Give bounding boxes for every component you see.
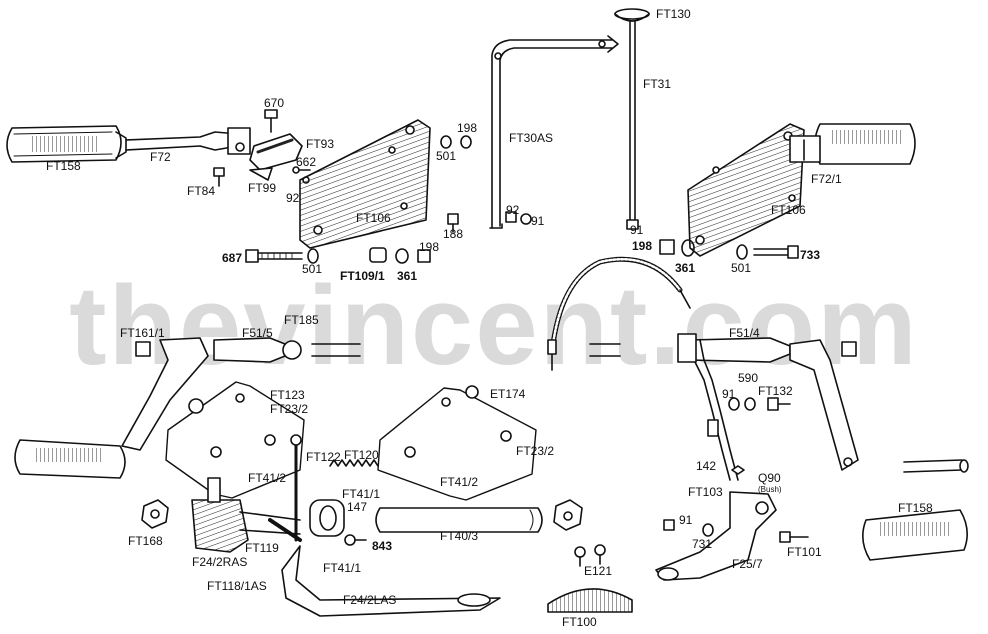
label-ft23-2-left: FT23/2 (270, 402, 309, 416)
left-footrest-rubber (6, 125, 127, 163)
cross-shaft (135, 337, 857, 363)
label-590: 590 (738, 371, 759, 385)
spring-ft120 (329, 459, 379, 467)
gear-pedal-f25-7 (655, 491, 777, 581)
label-91-a: 91 (722, 387, 736, 401)
rod-nut-set (659, 239, 695, 257)
label-ft119: FT119 (245, 541, 279, 555)
label-662: 662 (296, 155, 317, 169)
label-ft161-1: FT161/1 (120, 326, 165, 340)
rubber-block-ft100 (547, 588, 633, 613)
label-198-bold: 198 (632, 239, 653, 253)
label-198-top: 198 (457, 121, 478, 135)
left-footrest-plate (299, 119, 431, 249)
label-q90: Q90 (758, 471, 781, 485)
label-f24-2las: F24/2LAS (343, 593, 397, 607)
label-ft158-left: FT158 (46, 159, 81, 173)
label-bush: (Bush) (758, 485, 782, 494)
label-ft31: FT31 (643, 77, 672, 91)
label-731: 731 (692, 537, 713, 551)
bolt-ft101 (779, 531, 809, 543)
label-ft99: FT99 (248, 181, 277, 195)
left-mounting-plate (165, 381, 305, 499)
label-f25-7: F25/7 (732, 557, 763, 571)
right-rubber-ft158 (862, 509, 968, 561)
right-mounting-plate (377, 385, 537, 501)
label-ft130: FT130 (656, 7, 691, 21)
label-92-right: 92 (506, 203, 520, 217)
label-ft123: FT123 (270, 388, 305, 402)
clamp-ft93 (249, 109, 303, 171)
spindle-ft40-3 (375, 499, 583, 533)
label-ft41-2-a: FT41/2 (248, 471, 287, 485)
label-ft101: FT101 (787, 545, 822, 559)
label-361-left: 361 (397, 269, 418, 283)
label-f51-5: F51/5 (242, 326, 273, 340)
right-lever-arm (789, 339, 859, 471)
label-f72-1: F72/1 (811, 172, 842, 186)
label-ft30as: FT30AS (509, 131, 554, 145)
label-843: 843 (372, 539, 393, 553)
nut-ft168 (141, 499, 169, 529)
label-f24-2ras: F24/2RAS (192, 555, 248, 569)
label-ft106-left: FT106 (356, 211, 391, 225)
label-et174: ET174 (490, 387, 526, 401)
label-e121: E121 (584, 564, 613, 578)
label-ft158-right: FT158 (898, 501, 933, 515)
bolt-843 (344, 534, 367, 546)
label-142: 142 (696, 459, 717, 473)
label-92-left: 92 (286, 191, 300, 205)
label-ft106-right: FT106 (771, 203, 806, 217)
footrest-arm-f72 (125, 127, 251, 155)
label-188: 188 (443, 227, 464, 241)
small-parts-right (728, 397, 791, 411)
label-ft103: FT103 (688, 485, 723, 499)
label-ft118-1as: FT118/1AS (207, 579, 267, 593)
brake-pedal-assembly (191, 434, 501, 617)
gear-linkage-rod (677, 333, 745, 481)
label-ft185: FT185 (284, 313, 319, 327)
label-687: 687 (222, 251, 243, 265)
right-footrest-rubber (789, 123, 916, 165)
label-ft41-2-b: FT41/2 (440, 475, 479, 489)
label-91-right: 91 (531, 214, 545, 228)
label-501-mid: 501 (302, 262, 323, 276)
screws-e121 (574, 544, 606, 567)
label-ft132: FT132 (758, 384, 793, 398)
left-pedal-arm (14, 337, 209, 479)
label-198-mid: 198 (419, 240, 440, 254)
label-501-right: 501 (731, 261, 752, 275)
label-ft41-1-b: FT41/1 (323, 561, 362, 575)
label-ft40-3: FT40/3 (440, 529, 479, 543)
label-ft109-1: FT109/1 (340, 269, 385, 283)
label-501-top: 501 (436, 149, 457, 163)
bolt-687-set (245, 247, 431, 264)
label-ft23-2-right: FT23/2 (516, 444, 555, 458)
label-361-right: 361 (675, 261, 696, 275)
label-733: 733 (800, 248, 821, 262)
bolt-733-set (736, 244, 799, 260)
label-ft84: FT84 (187, 184, 216, 198)
label-147: 147 (347, 500, 368, 514)
label-670: 670 (264, 96, 285, 110)
label-91-b: 91 (679, 513, 693, 527)
right-footrest-plate (687, 123, 805, 257)
label-ft120: FT120 (344, 448, 379, 462)
label-ft100: FT100 (562, 615, 597, 629)
adjuster-knob-rod (614, 8, 650, 230)
label-f51-4: F51/4 (729, 326, 760, 340)
bracket-ft30as (489, 35, 619, 229)
label-ft93: FT93 (306, 137, 335, 151)
label-ft122: FT122 (306, 450, 341, 464)
washers-left-plate (440, 135, 472, 233)
label-ft41-1-a: FT41/1 (342, 487, 381, 501)
braided-cable (547, 256, 691, 371)
label-91-bolt: 91 (630, 223, 644, 237)
label-f72: F72 (150, 150, 171, 164)
right-rod-ft158 (903, 459, 969, 473)
label-ft168: FT168 (128, 534, 163, 548)
